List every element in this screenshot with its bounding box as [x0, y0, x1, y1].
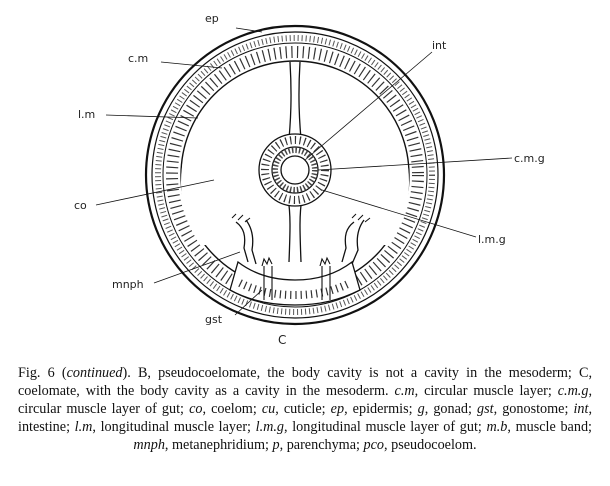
caption-abbr: p [272, 437, 280, 453]
caption-abbr-desc: , metanephridium; [164, 437, 273, 453]
caption-abbr-desc: , epidermis; [344, 401, 418, 417]
longitudinal-muscle-band [166, 46, 424, 304]
caption-abbr-desc: , pseudocoelom. [384, 437, 477, 453]
intestine-epithelium [272, 147, 318, 193]
caption-abbr-desc: , circular muscle layer; [414, 383, 558, 399]
label-lm: l.m [78, 108, 95, 121]
caption-abbr-desc: , longitudinal muscle layer; [92, 419, 256, 435]
caption-abbr-desc: , muscle band; [507, 419, 592, 435]
epidermis-inner-line [151, 31, 439, 319]
panel-label: C [278, 333, 286, 347]
label-int: int [432, 39, 447, 52]
label-cm: c.m [128, 52, 148, 65]
caption-abbr-desc: , circular muscle layer of gut; [18, 383, 592, 417]
caption-abbr: int [573, 401, 589, 417]
caption-abbr-desc: , intestine; [18, 401, 592, 435]
gut-longitudinal-muscle-stipple [261, 136, 329, 204]
leader-cmg [317, 157, 513, 171]
caption-fig-label: Fig. 6 ( [18, 365, 67, 381]
gonostome-right [319, 256, 331, 300]
caption-abbreviation-list: c.m, circular muscle layer; c.m.g, circu… [18, 383, 592, 453]
caption-abbr-desc: , longitudinal muscle layer of gut; [284, 419, 487, 435]
caption-abbr: ep [330, 401, 345, 417]
leader-int [304, 51, 433, 161]
label-ep: ep [205, 12, 219, 25]
metanephridium-left [235, 219, 257, 265]
caption-abbr-desc: , gonad; [424, 401, 478, 417]
metanephridium-left-funnel [231, 213, 251, 223]
diagram-canvas: ep c.m l.m co mnph gst int c.m.g l.m.g C [74, 12, 545, 347]
label-co: co [74, 199, 87, 212]
caption-abbr: mnph [133, 437, 165, 453]
circular-muscle-band [155, 35, 435, 315]
caption-abbr-desc: , coelom; [202, 401, 262, 417]
coelomate-cross-section-figure: ep c.m l.m co mnph gst int c.m.g l.m.g C [74, 12, 545, 347]
caption-abbr-desc: , cuticle; [275, 401, 331, 417]
caption-abbr-desc: , parenchyma; [279, 437, 364, 453]
label-cmg: c.m.g [514, 152, 545, 165]
leader-ep [235, 27, 263, 33]
caption-abbr: l.m [74, 419, 93, 435]
figure-caption: Fig. 6 (continued). B, pseudocoelomate, … [18, 364, 592, 454]
leader-mnph [153, 251, 241, 284]
leader-co [95, 179, 215, 206]
caption-abbr: m.b [486, 419, 508, 435]
label-mnph: mnph [112, 278, 144, 291]
leader-cm [160, 61, 223, 69]
caption-abbr: c.m [394, 383, 415, 399]
label-lmg: l.m.g [478, 233, 506, 246]
caption-continued: continued [66, 365, 123, 381]
intestine-lumen [280, 155, 310, 185]
caption-abbr: l.m.g [255, 419, 285, 435]
caption-abbr: c.m.g [557, 383, 589, 399]
epidermis-outer-line [144, 24, 446, 326]
metanephridium-right-funnel [351, 213, 371, 223]
leader-lines [95, 27, 513, 316]
caption-abbr: co [189, 401, 203, 417]
leader-gst [234, 289, 263, 316]
label-gst: gst [205, 313, 223, 326]
circular-muscle-inner-line [162, 42, 428, 308]
caption-abbr: pco [363, 437, 385, 453]
caption-abbr-desc: , gonostome; [493, 401, 574, 417]
metanephridium-right [341, 219, 365, 265]
caption-abbr: cu [261, 401, 276, 417]
leader-lmg [321, 189, 477, 238]
caption-abbr: g [417, 401, 425, 417]
caption-abbr: gst [477, 401, 494, 417]
caption-description: ). B, pseudocoelomate, the body cavity i… [18, 365, 592, 399]
leader-lm [105, 114, 199, 119]
gonostome-left [261, 256, 273, 300]
